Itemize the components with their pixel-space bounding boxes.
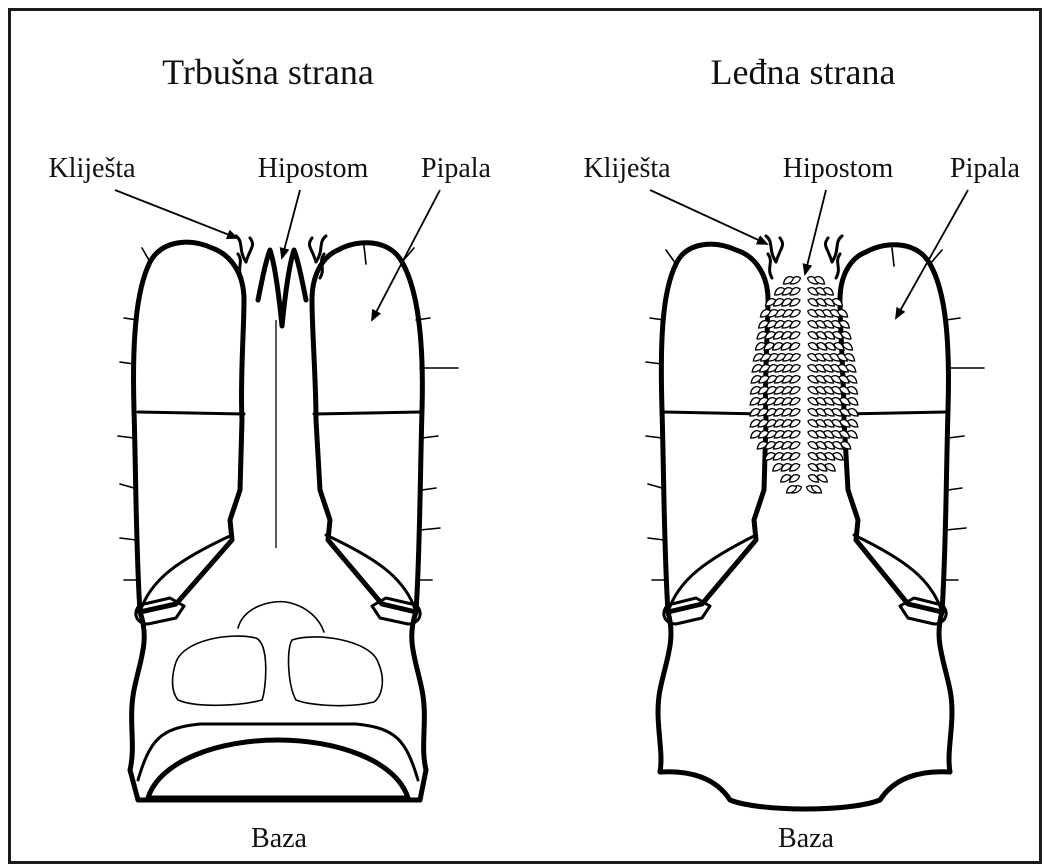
dorsal-panel: Leđna strana Kliješta Hipostom Pipala (583, 52, 1020, 854)
ventral-label-palps: Pipala (421, 153, 492, 184)
dorsal-label-palps: Pipala (950, 153, 1021, 184)
dorsal-arrow-palps (896, 190, 968, 318)
ventral-right-area (289, 637, 383, 706)
ventral-basis-rim (138, 724, 418, 780)
dorsal-right-chelicera (825, 236, 842, 278)
dorsal-arrow-chelicerae (650, 190, 767, 244)
ventral-arrow-chelicerae (115, 190, 237, 238)
dorsal-title: Leđna strana (711, 52, 896, 92)
dorsal-label-chelicerae: Kliješta (583, 153, 671, 184)
ventral-arrow-hypostome (282, 190, 300, 258)
ventral-label-chelicerae: Kliješta (48, 153, 136, 184)
ventral-basis-lip (148, 740, 408, 798)
dorsal-base-label: Baza (778, 823, 835, 854)
ventral-label-hypostome: Hipostom (258, 153, 369, 184)
ventral-left-palp-segment (138, 412, 244, 414)
dorsal-left-chelicera (766, 236, 783, 278)
ventral-left-chelicera (236, 236, 253, 278)
ventral-title: Trbušna strana (162, 52, 374, 92)
ventral-central-arc (238, 602, 324, 632)
ventral-arrow-palps (372, 190, 440, 320)
ventral-right-palp-segment (314, 412, 420, 414)
ventral-hypostome (258, 250, 306, 326)
ventral-base-label: Baza (251, 823, 308, 854)
dorsal-basis (658, 612, 952, 809)
dorsal-arrow-hypostome (805, 190, 826, 274)
ventral-left-area (173, 636, 266, 705)
ventral-basis (130, 612, 426, 800)
ventral-panel: Trbušna strana Kliješta Hipostom Pipala (48, 52, 491, 854)
dorsal-label-hypostome: Hipostom (783, 153, 894, 184)
